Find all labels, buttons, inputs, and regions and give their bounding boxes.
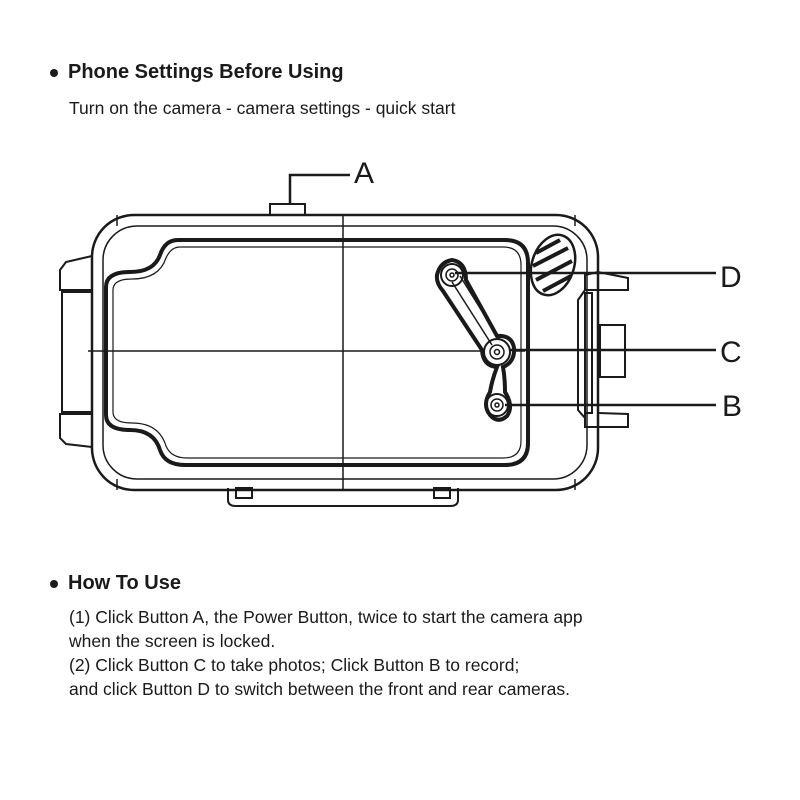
- label-b: B: [722, 390, 742, 423]
- power-button-a: [269, 203, 306, 216]
- camera-window-icon: [529, 233, 577, 297]
- instruction-line: (2) Click Button C to take photos; Click…: [69, 655, 520, 675]
- instruction-line: and click Button D to switch between the…: [69, 679, 570, 699]
- shutter-buttons: [434, 257, 517, 422]
- section-heading-how-to-use: How To Use: [50, 572, 181, 595]
- instruction-line: when the screen is locked.: [69, 631, 276, 651]
- instruction-line: (1) Click Button A, the Power Button, tw…: [69, 607, 583, 627]
- label-d: D: [720, 261, 742, 294]
- bullet-icon: [50, 579, 58, 588]
- heading-text: How To Use: [68, 572, 181, 594]
- settings-instruction: Turn on the camera - camera settings - q…: [69, 98, 456, 118]
- right-latch: [577, 270, 629, 428]
- label-c: C: [720, 336, 742, 369]
- heading-text: Phone Settings Before Using: [68, 61, 344, 83]
- left-clips: [59, 254, 93, 449]
- screen-gasket: [104, 238, 530, 467]
- case-outer-shell: [90, 213, 600, 492]
- bullet-icon: [50, 68, 58, 77]
- section-heading-phone-settings: Phone Settings Before Using: [50, 61, 344, 84]
- label-a: A: [354, 157, 374, 190]
- button-d: [440, 263, 464, 287]
- bottom-clip: [227, 487, 459, 507]
- button-c: [483, 338, 511, 366]
- case-inner-shell: [102, 225, 588, 480]
